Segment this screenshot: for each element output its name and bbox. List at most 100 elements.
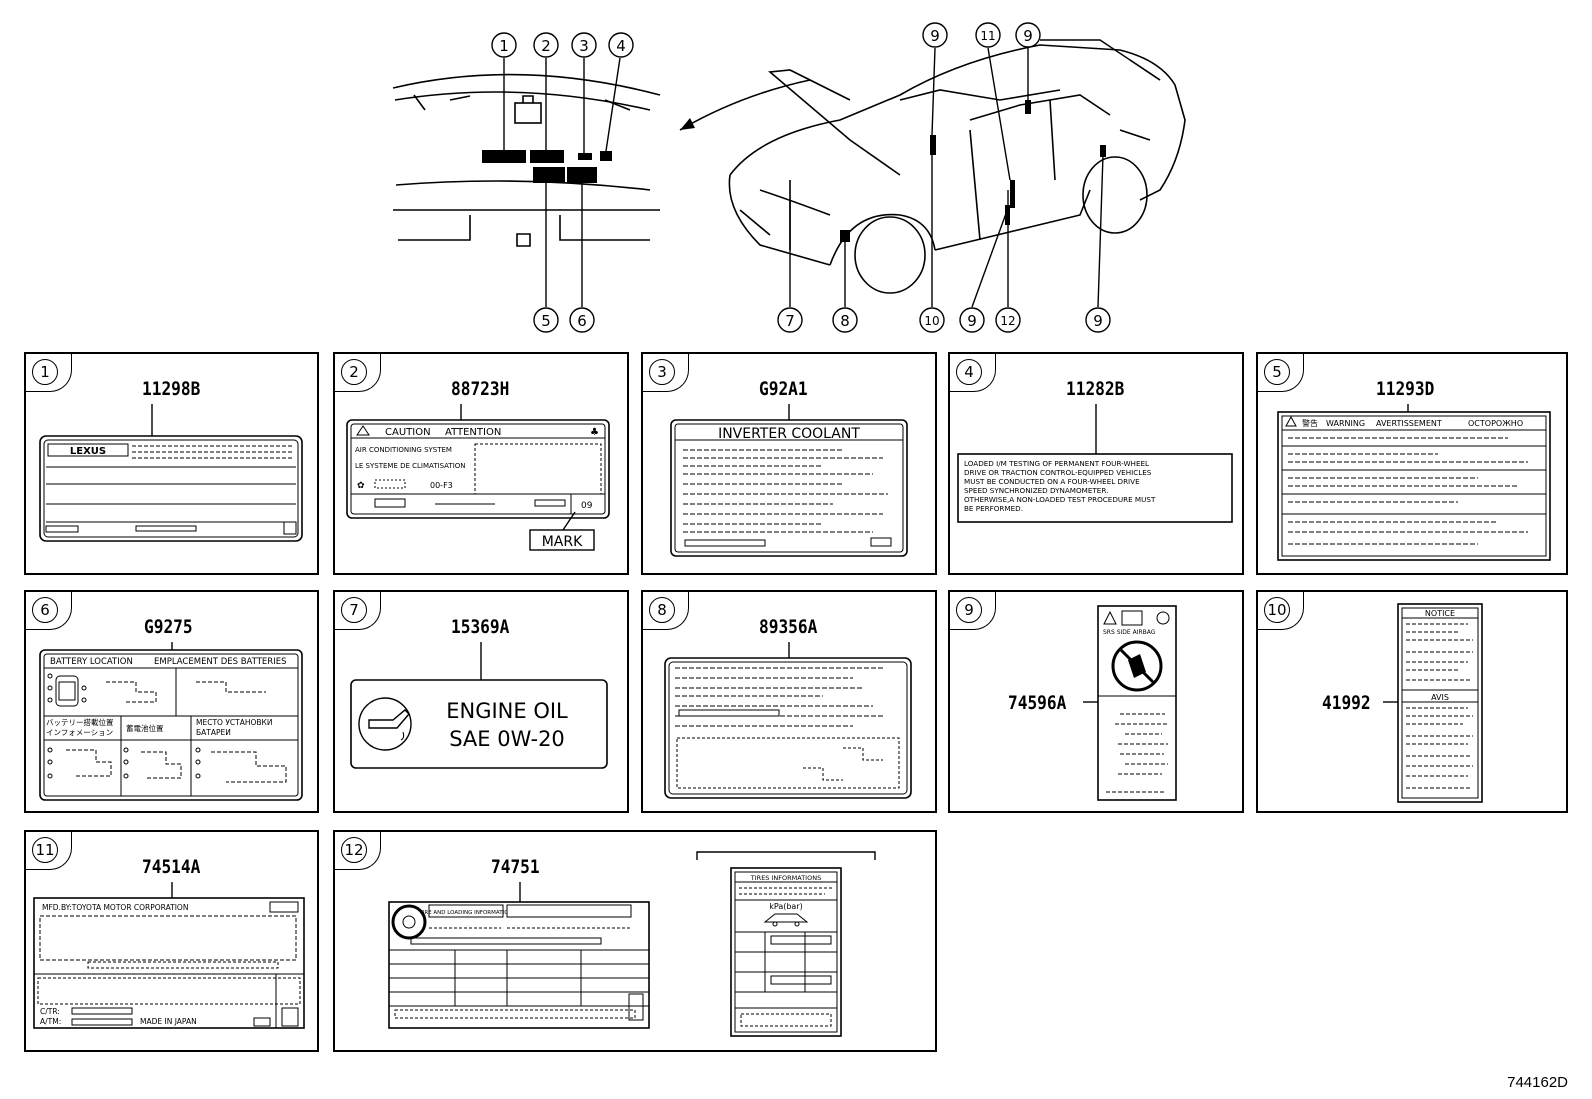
part-number: G9275 — [144, 616, 193, 638]
svg-text:1: 1 — [499, 37, 509, 55]
label-drawing: ENGINE OIL SAE 0W-20 — [350, 642, 608, 769]
part-number: 74596A — [1008, 692, 1067, 714]
callout-12-bottom: 12 — [995, 307, 1021, 333]
svg-text:WARNING: WARNING — [1326, 419, 1365, 428]
svg-text:TIRES INFORMATIONS: TIRES INFORMATIONS — [750, 874, 821, 882]
panel-12: 12 74751 TIRE AND LOADING INFORMATION TI… — [333, 830, 937, 1052]
svg-text:2: 2 — [541, 37, 551, 55]
svg-text:CAUTION: CAUTION — [385, 427, 431, 438]
tire-icon — [391, 904, 427, 940]
svg-text:MADE IN JAPAN: MADE IN JAPAN — [140, 1017, 197, 1026]
part-number: 74514A — [142, 856, 201, 878]
panel-index: 2 — [335, 354, 381, 392]
svg-text:ОСТОРОЖНО: ОСТОРОЖНО — [1468, 419, 1523, 428]
diagram-code: 744162D — [1507, 1074, 1568, 1091]
part-number: 89356A — [759, 616, 818, 638]
svg-text:蓄電池位置: 蓄電池位置 — [126, 723, 164, 733]
panel-3: 3 G92A1 INVERTER COOLANT — [641, 352, 937, 575]
label-drawing: CAUTION ATTENTION ♣ AIR CONDITIONING SYS… — [346, 404, 610, 551]
pointer-arrow — [679, 79, 811, 131]
svg-text:9: 9 — [930, 27, 940, 45]
panel-index: 10 — [1258, 592, 1304, 630]
svg-text:LOADED I/M TESTING OF PERMANEN: LOADED I/M TESTING OF PERMANENT FOUR-WHE… — [964, 459, 1149, 468]
panel-index: 7 — [335, 592, 381, 630]
part-number: 74751 — [491, 856, 540, 878]
callout-2: 2 — [533, 32, 559, 58]
callout-9-rear: 9 — [1085, 307, 1111, 333]
part-number: 15369A — [451, 616, 510, 638]
svg-text:9: 9 — [1023, 27, 1033, 45]
svg-text:SAE 0W-20: SAE 0W-20 — [449, 727, 565, 751]
no-child-seat-icon — [1111, 640, 1163, 692]
part-number: 88723H — [451, 378, 510, 400]
callout-3: 3 — [571, 32, 597, 58]
svg-text:OTHERWISE,A NON-LOADED TEST PR: OTHERWISE,A NON-LOADED TEST PROCEDURE MU… — [964, 495, 1156, 504]
svg-text:6: 6 — [577, 312, 587, 330]
label-drawing: NOTICE AVIS — [1383, 603, 1483, 803]
svg-text:INVERTER COOLANT: INVERTER COOLANT — [718, 426, 860, 442]
part-number: 41992 — [1322, 692, 1371, 714]
part-number: 11298B — [142, 378, 201, 400]
label-drawing — [664, 642, 912, 799]
panel-index: 4 — [950, 354, 996, 392]
svg-text:C/TR:: C/TR: — [40, 1007, 60, 1016]
part-number: G92A1 — [759, 378, 808, 400]
panel-4: 4 11282B LOADED I/M TESTING OF PERMANENT… — [948, 352, 1244, 575]
callout-9-bottom: 9 — [959, 307, 985, 333]
svg-text:AVERTISSEMENT: AVERTISSEMENT — [1376, 419, 1442, 428]
svg-text:TIRE AND LOADING INFORMATION: TIRE AND LOADING INFORMATION — [418, 910, 512, 916]
panel-5: 5 11293D 警告 WARNING AVERTISSEMENT ОСТОРО… — [1256, 352, 1568, 575]
svg-text:12: 12 — [1000, 314, 1015, 328]
svg-text:DRIVE OR TRACTION CONTROL-EQUI: DRIVE OR TRACTION CONTROL-EQUIPPED VEHIC… — [964, 468, 1152, 477]
panel-index: 3 — [643, 354, 689, 392]
svg-text:7: 7 — [785, 312, 795, 330]
label-drawing: 警告 WARNING AVERTISSEMENT ОСТОРОЖНО — [1277, 404, 1551, 561]
panel-9: 9 74596A SRS SIDE AIRBAG — [948, 590, 1244, 813]
panel-1: 1 11298B LEXUS — [24, 352, 319, 575]
svg-text:8: 8 — [840, 312, 850, 330]
svg-text:SRS SIDE AIRBAG: SRS SIDE AIRBAG — [1103, 629, 1156, 636]
svg-text:11: 11 — [980, 29, 995, 43]
label-drawing: MFD.BY:TOYOTA MOTOR CORPORATION C/TR: A/… — [33, 882, 305, 1029]
panel-index: 5 — [1258, 354, 1304, 392]
part-number: 11282B — [1066, 378, 1125, 400]
svg-text:4: 4 — [616, 37, 626, 55]
leader-lines — [503, 39, 1161, 308]
svg-text:kPa(bar): kPa(bar) — [769, 902, 803, 911]
svg-text:3: 3 — [579, 37, 589, 55]
panel-6: 6 G9275 BATTERY LOCATION EMPLACEMENT DES… — [24, 590, 319, 813]
svg-text:AVIS: AVIS — [1431, 693, 1449, 702]
svg-text:10: 10 — [924, 314, 939, 328]
svg-text:BE PERFORMED.: BE PERFORMED. — [964, 504, 1023, 513]
overview-illustration: 1 2 3 4 5 6 7 8 9 11 9 10 9 12 9 — [392, 22, 1186, 333]
callout-7: 7 — [777, 307, 803, 333]
panel-index: 12 — [335, 832, 381, 870]
panel-index: 6 — [26, 592, 72, 630]
svg-text:ATTENTION: ATTENTION — [445, 427, 501, 438]
label-drawing: LOADED I/M TESTING OF PERMANENT FOUR-WHE… — [957, 404, 1233, 523]
part-number: 11293D — [1376, 378, 1435, 400]
label-drawing: SRS SIDE AIRBAG — [1083, 605, 1177, 801]
panel-10: 10 41992 NOTICE AVIS — [1256, 590, 1568, 813]
svg-text:9: 9 — [1093, 312, 1103, 330]
callout-9-top-right: 9 — [1015, 22, 1041, 48]
svg-text:インフォメーション: インフォメーション — [46, 728, 113, 737]
svg-text:МЕСТО УСТАНОВКИ: МЕСТО УСТАНОВКИ — [196, 718, 272, 727]
callout-8: 8 — [832, 307, 858, 333]
panel-11: 11 74514A MFD.BY:TOYOTA MOTOR CORPORATIO… — [24, 830, 319, 1052]
panel-index: 11 — [26, 832, 72, 870]
svg-text:9: 9 — [967, 312, 977, 330]
svg-text:LEXUS: LEXUS — [70, 446, 106, 457]
callout-6: 6 — [569, 307, 595, 333]
svg-text:MFD.BY:TOYOTA MOTOR CORPORATIO: MFD.BY:TOYOTA MOTOR CORPORATION — [42, 903, 188, 912]
svg-text:00-F3: 00-F3 — [430, 481, 453, 490]
callouts: 1 2 3 4 5 6 7 8 9 11 9 10 9 12 9 — [491, 22, 1111, 333]
panel-index: 9 — [950, 592, 996, 630]
callout-11-top: 11 — [975, 22, 1001, 48]
svg-text:09: 09 — [581, 501, 593, 511]
label-drawing: TIRE AND LOADING INFORMATION TIRES INFOR… — [388, 851, 876, 1037]
svg-text:EMPLACEMENT DES BATTERIES: EMPLACEMENT DES BATTERIES — [154, 657, 286, 667]
panel-8: 8 89356A — [641, 590, 937, 813]
svg-text:MUST BE CONDUCTED ON A FOUR-WH: MUST BE CONDUCTED ON A FOUR-WHEEL DRIVE — [964, 477, 1140, 486]
label-drawing: BATTERY LOCATION EMPLACEMENT DES BATTERI… — [39, 642, 303, 801]
